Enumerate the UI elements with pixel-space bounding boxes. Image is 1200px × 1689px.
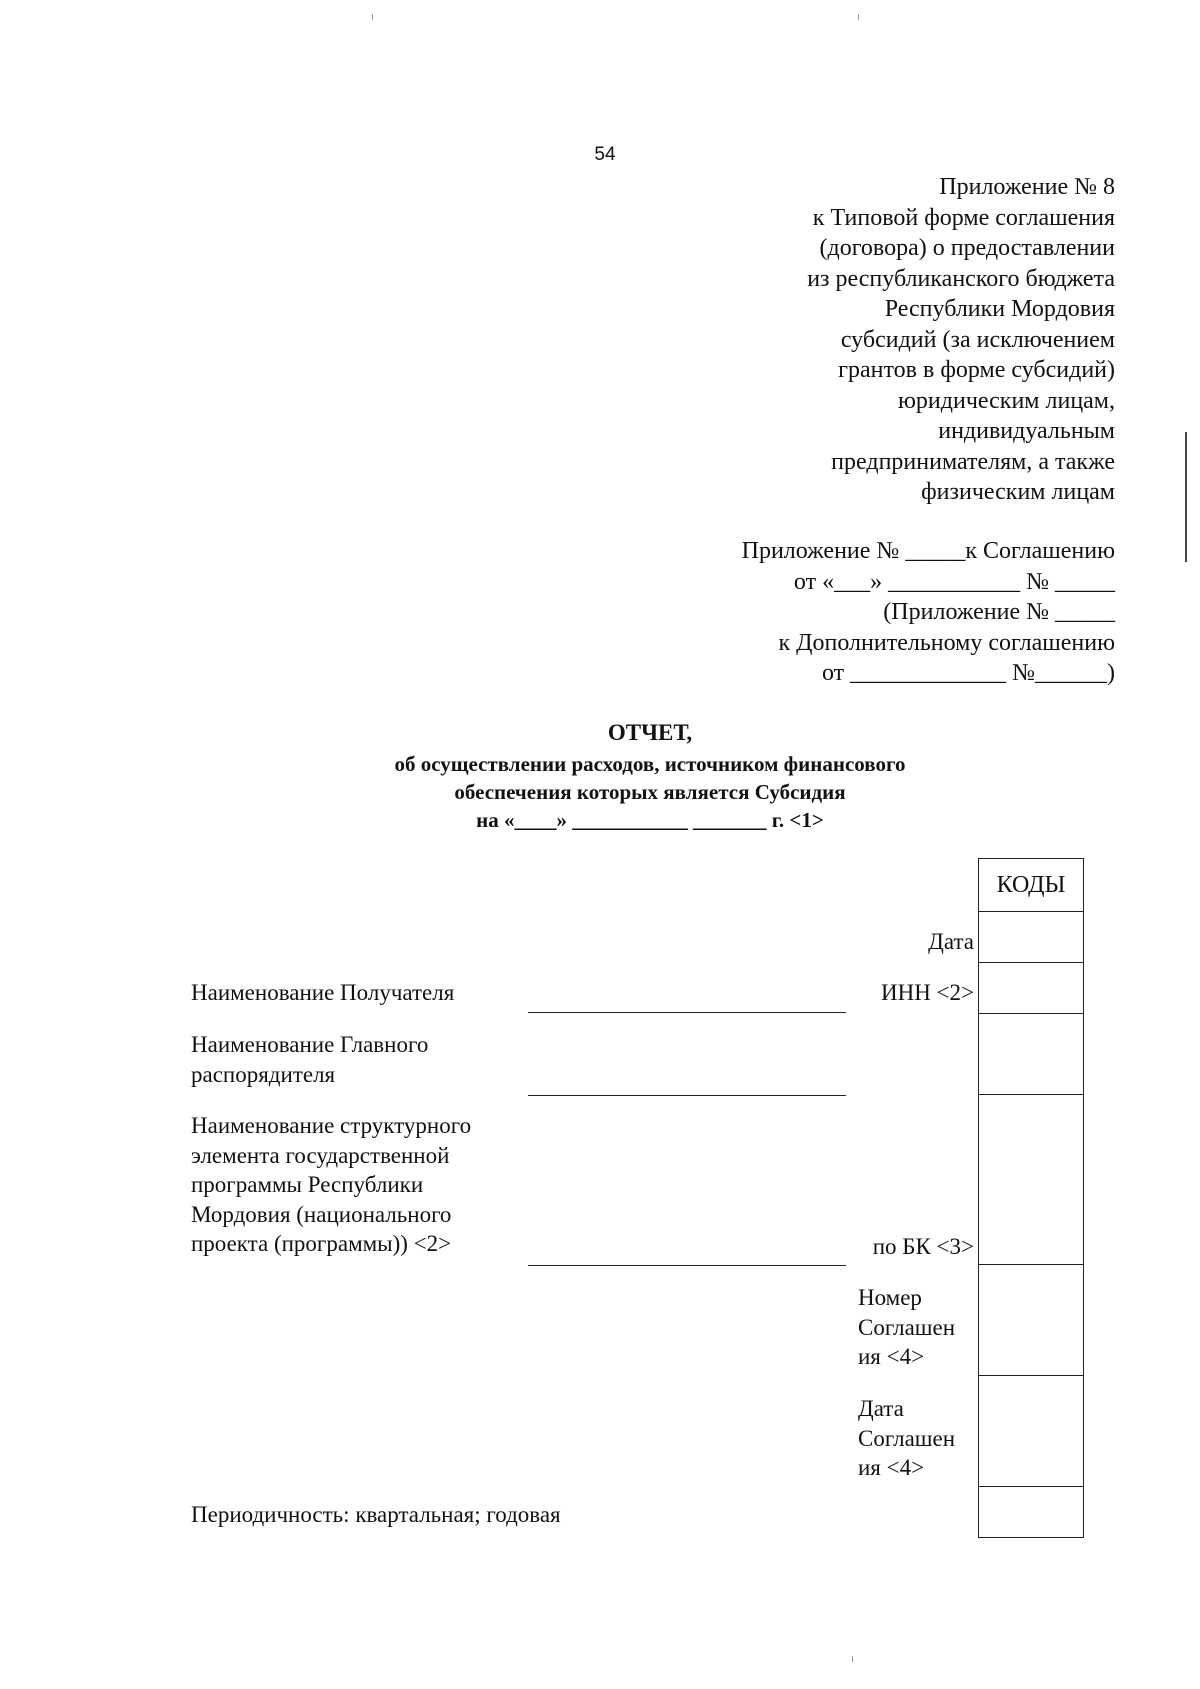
agreement-number-label-line: ия <4> xyxy=(858,1344,925,1369)
report-subtitle-line: об осуществлении расходов, источником фи… xyxy=(394,752,906,776)
appendix-line: юридическим лицам, xyxy=(898,387,1115,414)
bk-code-label: по БК <3> xyxy=(872,1234,974,1259)
appendix-line: физическим лицам xyxy=(921,479,1115,505)
appendix-line: предпринимателям, а также xyxy=(831,448,1115,475)
periodicity-label: Периодичность: квартальная; годовая xyxy=(191,1502,561,1527)
main-manager-fill-line[interactable] xyxy=(528,1095,846,1096)
agreement-date-code-cell[interactable] xyxy=(978,1375,1084,1487)
recipient-fill-line[interactable] xyxy=(528,1012,846,1013)
agreement-number-label-line: Номер xyxy=(858,1285,922,1310)
report-subtitle-line: на «____» ___________ _______ г. <1> xyxy=(476,808,824,832)
scan-tick-mark xyxy=(852,1656,853,1662)
agreement-line: к Дополнительному соглашению xyxy=(778,629,1115,656)
scan-tick-mark xyxy=(372,14,373,20)
agreement-line: от «___» ___________ № _____ xyxy=(793,568,1115,595)
structural-element-label-line: Наименование структурного xyxy=(191,1113,472,1138)
codes-header: КОДЫ xyxy=(978,858,1084,912)
appendix-line: из республиканского бюджета xyxy=(807,265,1115,292)
structural-element-fill-line[interactable] xyxy=(528,1265,846,1266)
appendix-line: индивидуальным xyxy=(938,418,1115,444)
agreement-date-label-line: Соглашен xyxy=(858,1425,956,1451)
page-number: 54 xyxy=(594,144,616,165)
agreement-line: Приложение № _____к Соглашению xyxy=(741,538,1115,564)
report-subtitle-line: обеспечения которых является Субсидия xyxy=(454,780,846,804)
appendix-line: Республики Мордовия xyxy=(884,296,1115,322)
scan-margin-mark xyxy=(1185,432,1187,562)
periodicity-code-cell[interactable] xyxy=(978,1486,1084,1538)
appendix-header: Приложение № 8 к Типовой форме соглашени… xyxy=(555,172,1115,508)
codes-table: КОДЫ xyxy=(978,858,1084,1538)
agreement-number-code-label: Номер Соглашен ия <4> xyxy=(858,1283,976,1372)
recipient-label: Наименование Получателя xyxy=(191,980,455,1005)
main-manager-label-line: Наименование Главного xyxy=(191,1032,429,1057)
scan-tick-mark xyxy=(858,14,859,20)
agreement-number-label-line: Соглашен xyxy=(858,1314,956,1340)
inn-code-cell[interactable] xyxy=(978,962,1084,1014)
agreement-number-code-cell[interactable] xyxy=(978,1264,1084,1376)
appendix-line: Приложение № 8 xyxy=(939,174,1115,200)
agreement-date-code-label: Дата Соглашен ия <4> xyxy=(858,1394,976,1483)
main-manager-label: Наименование Главного распорядителя xyxy=(191,1030,428,1089)
main-manager-code-cell[interactable] xyxy=(978,1013,1084,1095)
structural-element-label-line: элемента государственной xyxy=(191,1142,450,1168)
agreement-date-label-line: ия <4> xyxy=(858,1455,925,1480)
appendix-line: к Типовой форме соглашения xyxy=(812,204,1115,231)
agreement-reference-block: Приложение № _____к Соглашению от «___» … xyxy=(555,536,1115,689)
appendix-line: субсидий (за исключением xyxy=(840,326,1115,353)
inn-code-label: ИНН <2> xyxy=(880,980,974,1005)
date-code-label: Дата xyxy=(928,929,974,954)
agreement-line: (Приложение № _____ xyxy=(883,599,1115,625)
structural-element-label-line: программы Республики xyxy=(191,1172,424,1197)
main-manager-label-line: распорядителя xyxy=(191,1061,336,1087)
report-subtitle: об осуществлении расходов, источником фи… xyxy=(250,750,1050,834)
structural-element-label-line: Мордовия (национального xyxy=(191,1201,452,1227)
structural-element-label-line: проекта (программы)) <2> xyxy=(191,1231,452,1256)
report-title: ОТЧЕТ, xyxy=(607,720,693,745)
date-code-cell[interactable] xyxy=(978,911,1084,963)
appendix-line: (договора) о предоставлении xyxy=(819,235,1115,261)
agreement-date-label-line: Дата xyxy=(858,1396,904,1421)
structural-element-label: Наименование структурного элемента госуд… xyxy=(191,1111,471,1259)
appendix-line: грантов в форме субсидий) xyxy=(838,357,1115,383)
agreement-line: от _____________ №______) xyxy=(821,660,1115,686)
bk-code-cell[interactable] xyxy=(978,1094,1084,1265)
